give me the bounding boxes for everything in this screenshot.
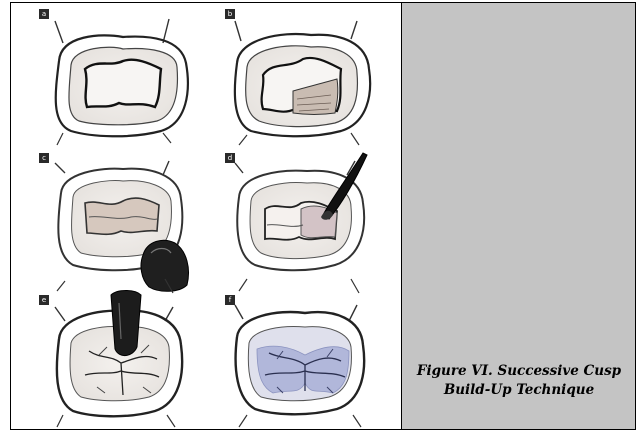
- column-divider: [401, 2, 402, 430]
- figure-caption: Figure VI. Successive Cusp Build-Up Tech…: [404, 362, 634, 400]
